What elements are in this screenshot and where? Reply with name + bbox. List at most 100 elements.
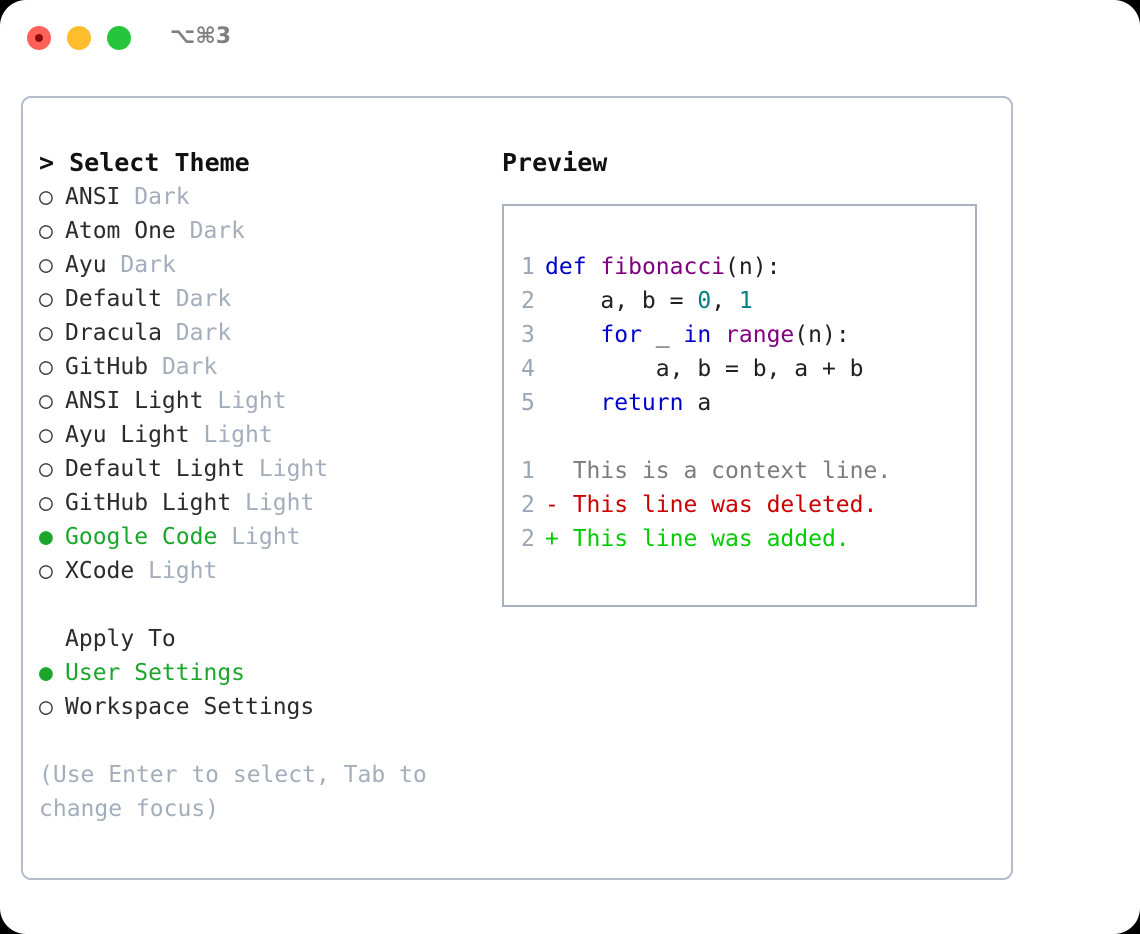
theme-name: Default Light: [65, 456, 246, 482]
radio-unselected-icon[interactable]: ○: [39, 422, 53, 448]
name-variant-space: [245, 456, 259, 482]
line-number: 4: [521, 356, 535, 382]
theme-variant: Light: [217, 388, 287, 414]
line-number: 2: [521, 492, 535, 518]
apply-to-item[interactable]: ●User Settings: [39, 656, 479, 690]
radio-unselected-icon[interactable]: ○: [39, 388, 53, 414]
code-line: 3 for _ in range(n):: [521, 318, 975, 352]
list-spacer: [39, 588, 479, 622]
code-token: 0: [697, 288, 712, 314]
theme-name: ANSI Light: [65, 388, 204, 414]
name-variant-space: [162, 320, 176, 346]
code-token: in: [683, 322, 712, 348]
theme-variant: Dark: [175, 320, 232, 346]
apply-to-list[interactable]: ●User Settings ○ Workspace Settings: [39, 656, 479, 724]
apply-to-label: Apply To: [65, 626, 176, 652]
preview-header: Preview: [502, 148, 608, 177]
theme-list[interactable]: ○ANSI Dark○Atom One Dark○Ayu Dark○Defaul…: [39, 180, 479, 588]
radio-selected-icon[interactable]: ●: [39, 660, 53, 686]
radio-unselected-icon[interactable]: ○: [39, 286, 53, 312]
radio-unselected-icon[interactable]: ○: [39, 184, 53, 210]
diff-preview: 1 This is a context line. 2- This line wa…: [521, 454, 975, 556]
theme-variant: Dark: [161, 354, 218, 380]
name-variant-space: [148, 354, 162, 380]
code-token: 1: [738, 288, 753, 314]
name-variant-space: [217, 524, 231, 550]
close-button[interactable]: [27, 26, 51, 50]
code-token: for: [600, 322, 642, 348]
radio-unselected-icon[interactable]: ○: [39, 320, 53, 346]
theme-variant: Dark: [175, 286, 232, 312]
theme-variant: Dark: [189, 218, 246, 244]
code-line: 4 a, b = b, a + b: [521, 352, 975, 386]
code-token: _: [641, 322, 684, 348]
theme-list-item[interactable]: ○ANSI Dark: [39, 180, 479, 214]
theme-variant: Light: [258, 456, 329, 482]
keyboard-shortcut-label: ⌥⌘3: [170, 24, 232, 49]
code-token: [545, 322, 600, 348]
code-token: range: [725, 322, 795, 348]
diff-sign: [545, 458, 573, 484]
name-variant-space: [120, 184, 134, 210]
theme-list-item[interactable]: ○Default Dark: [39, 282, 479, 316]
radio-unselected-icon[interactable]: ○: [39, 558, 53, 584]
theme-list-item[interactable]: ○Ayu Dark: [39, 248, 479, 282]
theme-name: GitHub: [65, 354, 149, 380]
name-variant-space: [190, 422, 204, 448]
code-token: a, b = b, a + b: [545, 356, 864, 382]
theme-name: Google Code: [65, 524, 218, 550]
apply-to-item[interactable]: ○ Workspace Settings: [39, 690, 479, 724]
theme-variant: Light: [203, 422, 273, 448]
theme-variant: Dark: [134, 184, 190, 210]
code-line: 2 a, b = 0, 1: [521, 284, 975, 318]
line-number: 2: [521, 288, 535, 314]
theme-list-item[interactable]: ○ GitHub Dark: [39, 350, 479, 384]
diff-text: This line was deleted.: [572, 492, 878, 518]
diff-line: 1 This is a context line.: [521, 454, 975, 488]
radio-unselected-icon[interactable]: ○: [39, 218, 53, 244]
preview-spacer: [521, 420, 975, 454]
theme-list-item[interactable]: ○Ayu Light Light: [39, 418, 479, 452]
code-token: [711, 322, 725, 348]
code-token: return: [600, 390, 684, 416]
code-token: [545, 390, 600, 416]
name-variant-space: [162, 286, 176, 312]
theme-list-item[interactable]: ○ XCode Light: [39, 554, 479, 588]
radio-unselected-icon[interactable]: ○: [39, 354, 53, 380]
name-variant-space: [107, 252, 121, 278]
code-token: ,: [711, 288, 739, 314]
name-variant-space: [134, 558, 148, 584]
theme-list-item[interactable]: ● Google Code Light: [39, 520, 479, 554]
theme-list-item[interactable]: ○ Default Light Light: [39, 452, 479, 486]
theme-name: Dracula: [65, 320, 162, 346]
radio-selected-icon[interactable]: ●: [39, 524, 53, 550]
diff-text: This line was added.: [572, 526, 850, 552]
minimize-button[interactable]: [67, 26, 91, 50]
code-token: def: [545, 254, 587, 280]
diff-line: 2 + This line was added.: [521, 522, 975, 556]
theme-selector-column: > Select Theme ○ANSI Dark○Atom One Dark○…: [39, 146, 479, 826]
theme-variant: Dark: [120, 252, 176, 278]
code-line: 5 return a: [521, 386, 975, 420]
theme-name: GitHub Light: [65, 490, 232, 516]
radio-unselected-icon[interactable]: ○: [39, 694, 53, 720]
theme-list-item[interactable]: ○Atom One Dark: [39, 214, 479, 248]
radio-unselected-icon[interactable]: ○: [39, 490, 53, 516]
theme-list-item[interactable]: ○ ANSI Light Light: [39, 384, 479, 418]
radio-unselected-icon[interactable]: ○: [39, 456, 53, 482]
line-number: 2: [521, 526, 535, 552]
theme-variant: Light: [148, 558, 218, 584]
radio-unselected-icon[interactable]: ○: [39, 252, 53, 278]
diff-sign: +: [545, 526, 573, 552]
theme-name: XCode: [65, 558, 135, 584]
line-number: 1: [521, 254, 535, 280]
theme-variant: Light: [231, 524, 301, 550]
maximize-button[interactable]: [107, 26, 131, 50]
diff-sign: -: [545, 492, 573, 518]
code-token: [587, 254, 601, 280]
theme-list-item[interactable]: ○GitHub Light Light: [39, 486, 479, 520]
apply-to-name: Workspace Settings: [65, 694, 315, 720]
theme-list-item[interactable]: ○ Dracula Dark: [39, 316, 479, 350]
